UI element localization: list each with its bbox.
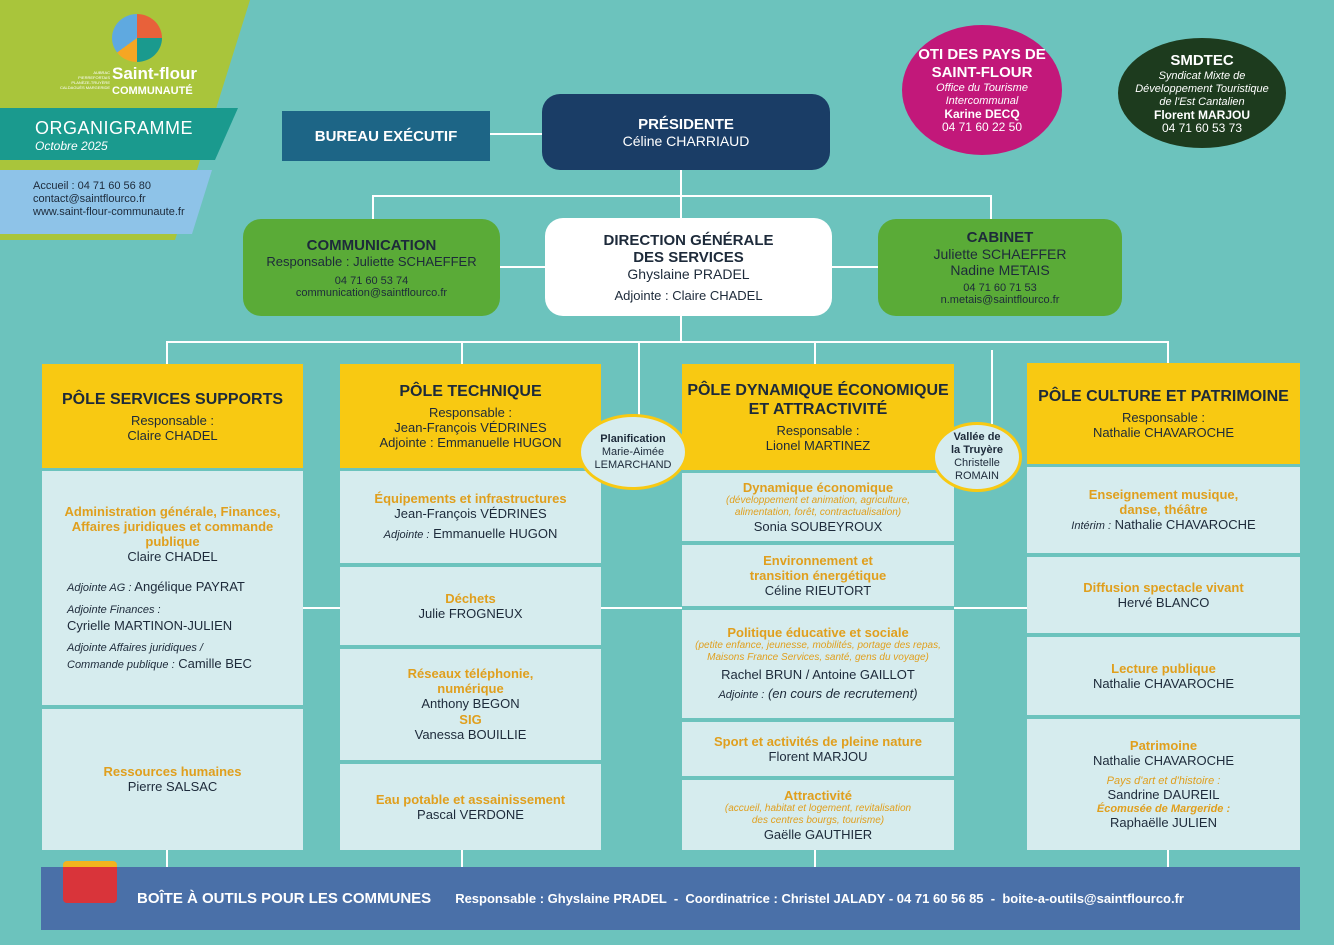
- connector: [166, 341, 168, 365]
- section-dynamique-economique: Dynamique économique(développement et an…: [682, 473, 954, 541]
- boite-a-outils-bar: BOÎTE À OUTILS POUR LES COMMUNES Respons…: [41, 861, 1300, 930]
- connector: [500, 266, 545, 268]
- connector: [601, 607, 682, 609]
- connector: [1167, 850, 1169, 868]
- communication-box: COMMUNICATION Responsable : Juliette SCH…: [243, 219, 500, 316]
- connector: [832, 266, 878, 268]
- section-attractivite: Attractivité(accueil, habitat et logemen…: [682, 780, 954, 850]
- connector: [461, 341, 463, 365]
- connector: [372, 195, 992, 197]
- oti-oval: OTI DES PAYS DE SAINT-FLOUR Office du To…: [902, 25, 1062, 155]
- connector: [990, 195, 992, 219]
- connector: [166, 341, 1169, 343]
- cabinet-box: CABINET Juliette SCHAEFFER Nadine METAIS…: [878, 219, 1122, 316]
- connector: [166, 850, 168, 868]
- title-banner: ORGANIGRAMME Octobre 2025: [0, 108, 238, 160]
- connector: [814, 850, 816, 868]
- presidente-box: PRÉSIDENTE Céline CHARRIAUD: [542, 94, 830, 170]
- connector: [303, 607, 340, 609]
- page-title: ORGANIGRAMME: [35, 118, 194, 138]
- footer-info: Responsable : Ghyslaine PRADEL - Coordin…: [455, 891, 1184, 906]
- page-date: Octobre 2025: [35, 139, 108, 153]
- footer-title: BOÎTE À OUTILS POUR LES COMMUNES: [137, 890, 432, 907]
- connector: [814, 341, 816, 365]
- dgs-box: DIRECTION GÉNÉRALE DES SERVICES Ghyslain…: [545, 218, 832, 316]
- logo: [112, 14, 162, 62]
- section-politique-educative: Politique éducative et sociale(petite en…: [682, 610, 954, 718]
- connector: [372, 195, 374, 219]
- connector: [991, 350, 993, 424]
- connector: [954, 607, 1027, 609]
- connector: [490, 133, 542, 135]
- connector: [638, 341, 640, 415]
- smdtec-oval: SMDTEC Syndicat Mixte de Développement T…: [1118, 38, 1286, 148]
- section-administration: Administration générale, Finances, Affai…: [42, 471, 303, 705]
- connector: [1167, 341, 1169, 365]
- toolbox-icon: [63, 861, 117, 903]
- connector: [461, 850, 463, 868]
- bureau-executif-box: BUREAU EXÉCUTIF: [282, 111, 490, 161]
